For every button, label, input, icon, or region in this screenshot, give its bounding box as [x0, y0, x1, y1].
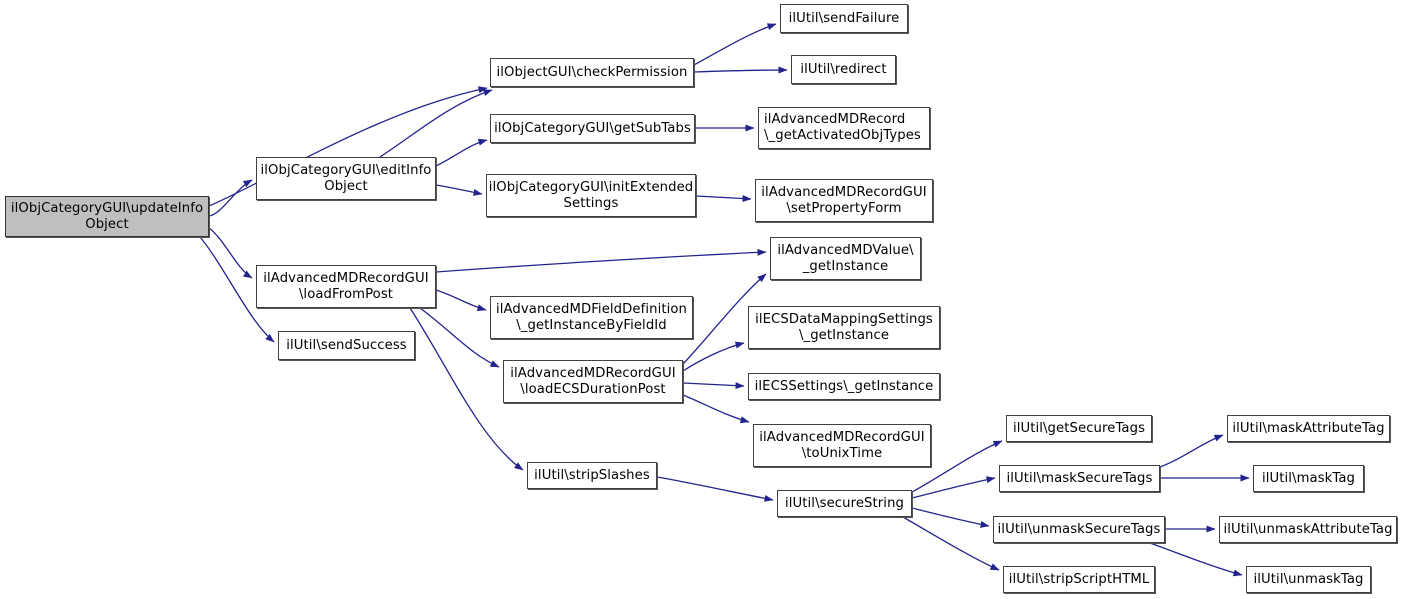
- graph-node-unmaskTag[interactable]: ilUtil\unmaskTag: [1246, 566, 1371, 593]
- graph-edge-editInfoObject-to-initExtendedSettings: [435, 184, 483, 196]
- graph-edge-updateInfoObject-to-editInfoObject: [208, 179, 253, 217]
- graph-edge-editInfoObject-to-checkPermission: [379, 89, 493, 158]
- graph-node-updateInfoObject[interactable]: ilObjCategoryGUI\updateInfo Object: [5, 196, 209, 237]
- graph-edge-editInfoObject-to-getSubTabs: [435, 138, 488, 167]
- graph-node-maskSecureTags[interactable]: ilUtil\maskSecureTags: [999, 465, 1160, 492]
- graph-edge-secureString-to-stripScriptHTML: [902, 516, 1000, 571]
- graph-node-sendFailure[interactable]: ilUtil\sendFailure: [780, 4, 908, 33]
- graph-node-checkPermission[interactable]: ilObjectGUI\checkPermission: [490, 58, 694, 87]
- graph-node-maskTag[interactable]: ilUtil\maskTag: [1253, 465, 1364, 492]
- graph-node-loadECSDurationPost[interactable]: ilAdvancedMDRecordGUI \loadECSDurationPo…: [503, 360, 683, 403]
- graph-edge-checkPermission-to-sendFailure: [693, 23, 777, 66]
- graph-edge-updateInfoObject-to-loadFromPost: [208, 227, 253, 279]
- graph-node-stripScriptHTML[interactable]: ilUtil\stripScriptHTML: [1003, 566, 1155, 593]
- graph-edge-loadFromPost-to-getInstanceByFieldId: [435, 289, 487, 312]
- graph-node-unmaskSecureTags[interactable]: ilUtil\unmaskSecureTags: [993, 516, 1165, 543]
- graph-edge-secureString-to-unmaskSecureTags: [911, 507, 990, 528]
- graph-edge-loadFromPost-to-loadECSDurationPost: [419, 307, 500, 368]
- graph-node-redirect[interactable]: ilUtil\redirect: [791, 55, 896, 84]
- graph-edge-maskSecureTags-to-maskAttributeTag: [1159, 434, 1224, 468]
- graph-node-getSubTabs[interactable]: ilObjCategoryGUI\getSubTabs: [490, 114, 695, 143]
- graph-node-mdValueGetInstance[interactable]: ilAdvancedMDValue\ _getInstance: [770, 237, 921, 280]
- graph-edge-loadFromPost-to-mdValueGetInstance: [435, 248, 767, 273]
- graph-node-sendSuccess[interactable]: ilUtil\sendSuccess: [278, 331, 415, 360]
- graph-node-toUnixTime[interactable]: ilAdvancedMDRecordGUI \toUnixTime: [753, 424, 931, 467]
- graph-edge-loadECSDurationPost-to-ecsSettingsGetInstance: [682, 382, 745, 390]
- graph-node-getInstanceByFieldId[interactable]: ilAdvancedMDFieldDefinition \_getInstanc…: [490, 296, 693, 339]
- graph-node-editInfoObject[interactable]: ilObjCategoryGUI\editInfo Object: [256, 157, 436, 200]
- graph-node-setPropertyForm[interactable]: ilAdvancedMDRecordGUI \setPropertyForm: [755, 179, 933, 222]
- graph-edge-initExtendedSettings-to-setPropertyForm: [695, 195, 752, 203]
- graph-node-stripSlashes[interactable]: ilUtil\stripSlashes: [527, 462, 657, 489]
- graph-edge-loadECSDurationPost-to-toUnixTime: [682, 394, 750, 424]
- graph-edge-stripSlashes-to-secureString: [656, 476, 774, 502]
- graph-node-getActivatedObjTypes[interactable]: ilAdvancedMDRecord \_getActivatedObjType…: [758, 107, 930, 149]
- graph-node-unmaskAttributeTag[interactable]: ilUtil\unmaskAttributeTag: [1219, 516, 1397, 543]
- graph-node-loadFromPost[interactable]: ilAdvancedMDRecordGUI \loadFromPost: [256, 265, 436, 308]
- graph-node-secureString[interactable]: ilUtil\secureString: [777, 490, 912, 517]
- graph-node-getSecureTags[interactable]: ilUtil\getSecureTags: [1006, 415, 1152, 442]
- graph-edge-checkPermission-to-redirect: [693, 66, 788, 74]
- graph-edge-secureString-to-maskSecureTags: [911, 476, 996, 499]
- graph-edge-loadECSDurationPost-to-ecsDataMappingSettings: [682, 341, 745, 372]
- graph-edge-unmaskSecureTags-to-unmaskTag: [1149, 542, 1243, 577]
- graph-node-ecsSettingsGetInstance[interactable]: ilECSSettings\_getInstance: [748, 373, 940, 400]
- graph-node-ecsDataMappingSettings[interactable]: ilECSDataMappingSettings \_getInstance: [748, 306, 940, 349]
- graph-node-initExtendedSettings[interactable]: ilObjCategoryGUI\initExtended Settings: [486, 174, 696, 217]
- graph-node-maskAttributeTag[interactable]: ilUtil\maskAttributeTag: [1227, 415, 1390, 442]
